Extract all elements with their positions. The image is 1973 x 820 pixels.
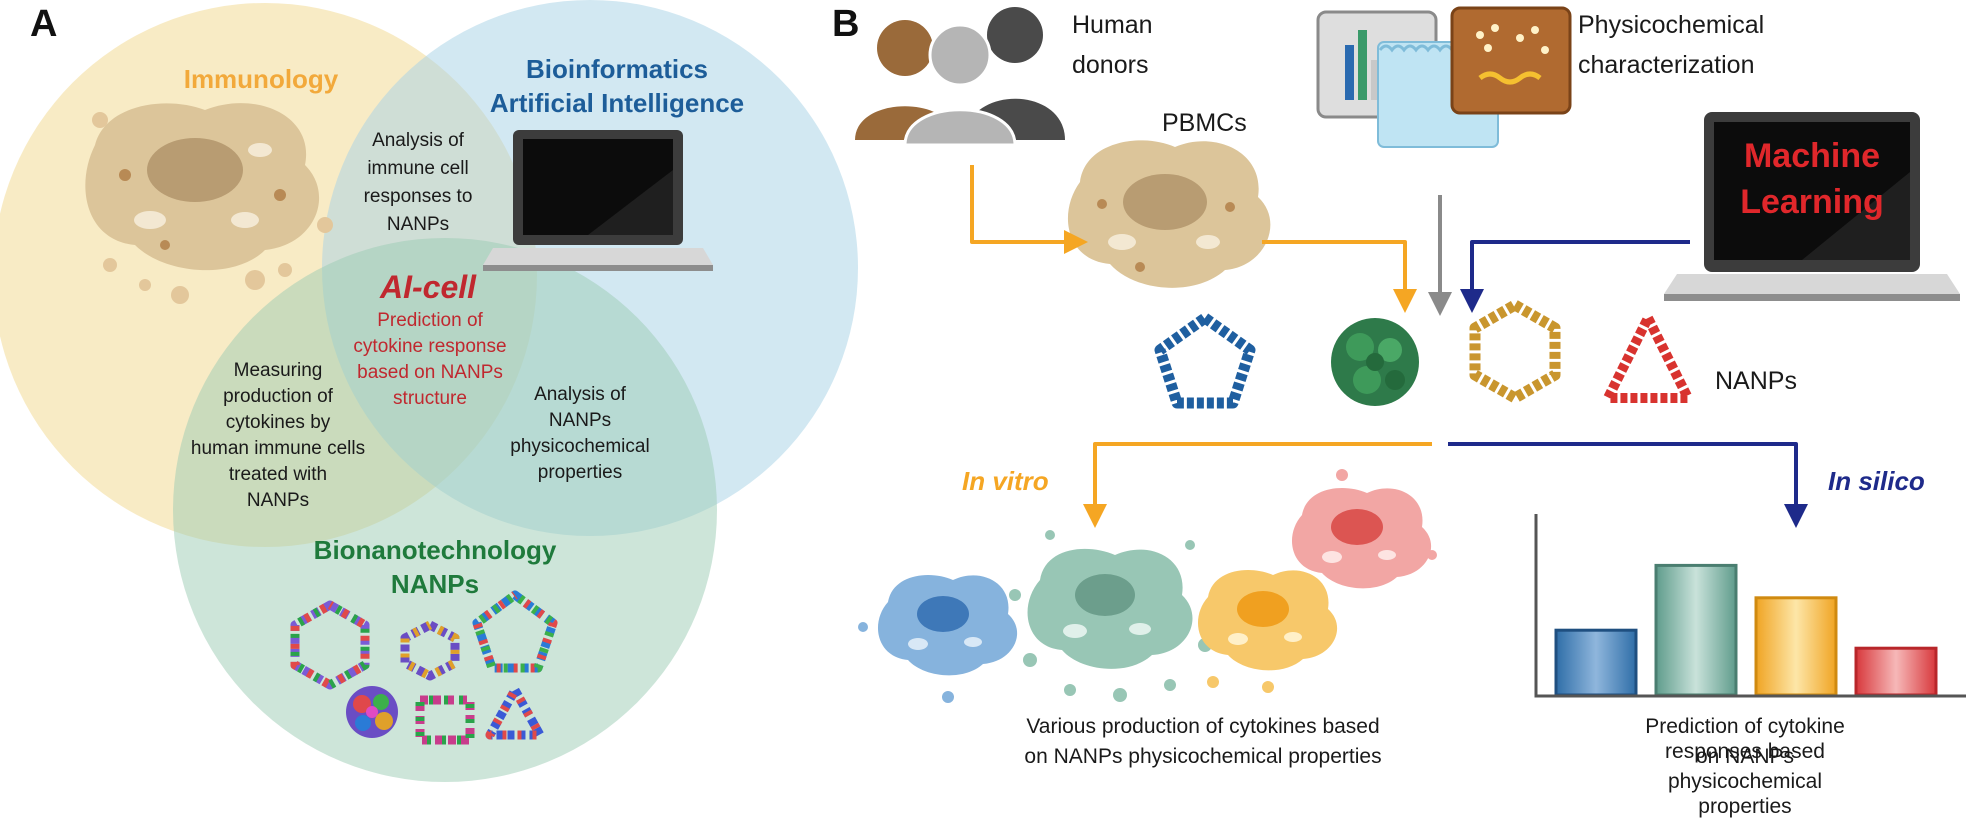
bar-red bbox=[1854, 646, 1938, 697]
physicochemical-icons bbox=[1316, 6, 1572, 148]
laptop-icon-a bbox=[483, 130, 713, 271]
bar-blue bbox=[1554, 628, 1638, 697]
immunology-label: Immunology bbox=[183, 64, 339, 94]
nanp-pentagon-blue bbox=[1154, 312, 1256, 409]
overlap-ai-nano-line2: NANPs bbox=[548, 410, 612, 431]
nanp-hexagon-rainbow bbox=[290, 600, 370, 690]
arrow-pbmc-to-nanps bbox=[1262, 240, 1417, 313]
overlap-ai-nano-line3: physicochemical bbox=[510, 436, 650, 457]
nanp-cube-rainbow bbox=[346, 686, 398, 738]
overlap-immuno-ai-line2: immune cell bbox=[367, 158, 469, 179]
nanps-label: NANPs bbox=[1715, 367, 1797, 395]
arrow-in-vitro bbox=[1083, 442, 1432, 528]
human-donors-label-line1: Human bbox=[1072, 11, 1153, 39]
nanp-triangle-red bbox=[1603, 313, 1693, 403]
machine-learning-laptop bbox=[1664, 112, 1960, 301]
panel-b-label: B bbox=[832, 3, 860, 45]
nanp-cube-green bbox=[1331, 318, 1419, 406]
prediction-bar-chart bbox=[1534, 514, 1966, 698]
venn-circle-bionanotechnology bbox=[173, 238, 717, 782]
overlap-ai-nano-line1: Analysis of bbox=[534, 384, 626, 405]
caption-left-line2: on NANPs physicochemical properties bbox=[1024, 745, 1382, 768]
bar-teal bbox=[1654, 563, 1738, 697]
immune-cell-illustration-a bbox=[85, 103, 333, 304]
overlap-immuno-nano-line1: Measuring bbox=[233, 360, 323, 381]
pbmcs-label: PBMCs bbox=[1162, 109, 1247, 137]
figure-artwork bbox=[0, 0, 1966, 782]
cell-blue bbox=[858, 575, 1018, 703]
aicell-text-line3: based on NANPs bbox=[357, 362, 503, 383]
machine-learning-label-line1: Machine bbox=[1743, 137, 1881, 175]
caption-right-line1: Prediction of cytokine responses based bbox=[1645, 715, 1845, 764]
arrow-in-silico bbox=[1448, 442, 1808, 528]
overlap-immuno-nano-line3: cytokines by bbox=[225, 412, 331, 433]
pbmc-cell-illustration bbox=[1067, 140, 1271, 288]
caption-right-line2: on NANPs physicochemical properties bbox=[1667, 745, 1823, 819]
overlap-immuno-nano-line2: production of bbox=[223, 386, 333, 407]
arrow-donors-to-pbmc bbox=[970, 165, 1088, 254]
overlap-immuno-nano-line5: treated with bbox=[228, 464, 328, 485]
overlap-immuno-ai-line4: NANPs bbox=[386, 214, 450, 235]
bionano-label-line1: Bionanotechnology bbox=[313, 535, 557, 565]
overlap-immuno-ai-line1: Analysis of bbox=[372, 130, 464, 151]
chart-axes bbox=[1534, 514, 1966, 698]
caption-left-line1: Various production of cytokines based bbox=[1026, 715, 1380, 738]
nanp-structures-a bbox=[290, 590, 558, 745]
cell-red bbox=[1291, 469, 1437, 589]
cell-teal bbox=[1009, 530, 1212, 702]
machine-learning-label-line2: Learning bbox=[1740, 183, 1884, 221]
overlap-immuno-nano-line4: human immune cells bbox=[190, 438, 366, 459]
physchem-label-line1: Physicochemical bbox=[1578, 11, 1765, 39]
aicell-text-line1: Prediction of bbox=[377, 310, 483, 331]
bionano-label-line2: NANPs bbox=[390, 569, 480, 599]
human-donors-icon bbox=[855, 7, 1065, 147]
arrow-ml-to-nanps bbox=[1460, 240, 1690, 313]
aicell-title: AI-cell bbox=[379, 269, 477, 305]
nanp-structures-b bbox=[1154, 299, 1693, 409]
overlap-immuno-nano-line6: NANPs bbox=[246, 490, 310, 511]
bioinformatics-label-line1: Bioinformatics bbox=[525, 54, 709, 84]
cell-yellow bbox=[1197, 570, 1338, 693]
human-donors-label-line2: donors bbox=[1072, 51, 1149, 79]
bar-yellow bbox=[1754, 596, 1838, 697]
aicell-text-line4: structure bbox=[393, 388, 467, 409]
overlap-immuno-ai-line3: responses to bbox=[363, 186, 473, 207]
panel-a-label: A bbox=[30, 3, 58, 45]
in-vitro-label: In vitro bbox=[962, 466, 1049, 496]
aicell-text-line2: cytokine response bbox=[353, 336, 507, 357]
overlap-ai-nano-line4: properties bbox=[537, 462, 623, 483]
flow-arrows bbox=[970, 165, 1808, 528]
physchem-label-line2: characterization bbox=[1578, 51, 1755, 79]
bioinformatics-label-line2: Artificial Intelligence bbox=[489, 88, 745, 118]
nanp-hexagon-gold bbox=[1469, 299, 1561, 404]
in-silico-label: In silico bbox=[1828, 466, 1925, 496]
